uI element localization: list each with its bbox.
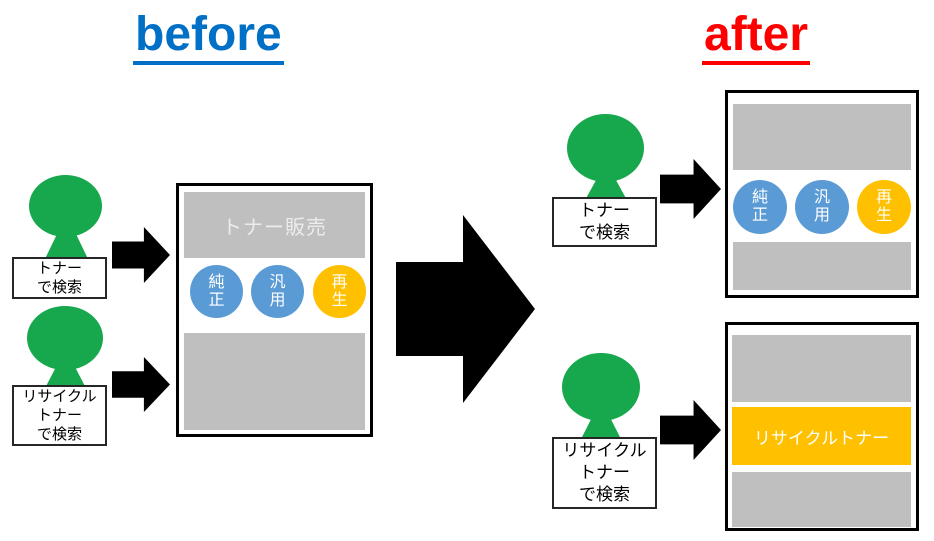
search-query-line: で検索 bbox=[579, 223, 630, 242]
recycled-toner-banner: リサイクルトナー bbox=[732, 407, 911, 465]
search-query-line: トナー bbox=[36, 406, 82, 424]
search-query-label: トナー で検索 bbox=[552, 197, 657, 247]
arrow-right-icon bbox=[660, 400, 721, 460]
person-head bbox=[27, 306, 103, 370]
search-query-line: で検索 bbox=[36, 426, 82, 444]
arrow-right-icon bbox=[112, 357, 170, 412]
person-head bbox=[562, 353, 640, 421]
arrow-right-icon bbox=[660, 159, 721, 219]
site-header-bar bbox=[732, 335, 911, 402]
transition-arrow-icon bbox=[396, 215, 535, 403]
person-icon bbox=[564, 114, 647, 204]
search-query-label: リサイクル トナー で検索 bbox=[552, 437, 657, 509]
person-icon bbox=[559, 353, 643, 445]
category-circle-label: 汎用 bbox=[269, 273, 286, 309]
category-circle-label: 純正 bbox=[751, 189, 768, 224]
person-icon bbox=[26, 175, 106, 263]
search-query-line: トナー bbox=[579, 462, 630, 482]
arrow-right-icon bbox=[112, 227, 170, 283]
person-head bbox=[567, 114, 644, 182]
search-query-label: トナー で検索 bbox=[12, 257, 107, 299]
search-query-label: リサイクル トナー で検索 bbox=[12, 385, 107, 446]
category-circle-generic: 汎用 bbox=[795, 180, 849, 234]
category-circle-label: 再生 bbox=[875, 189, 892, 224]
category-circle-label: 純正 bbox=[208, 273, 225, 309]
category-circle-recycled: 再生 bbox=[313, 265, 366, 318]
website-mockup-before: トナー販売 純正 汎用 再生 bbox=[176, 183, 373, 437]
category-circle-label: 再生 bbox=[331, 273, 348, 309]
site-content-bar bbox=[732, 472, 911, 527]
category-circle-genuine: 純正 bbox=[190, 265, 243, 318]
search-query-line: トナー bbox=[579, 200, 630, 220]
recycled-toner-banner-text: リサイクルトナー bbox=[753, 428, 890, 448]
site-content-bar bbox=[184, 333, 365, 430]
category-circle-label: 汎用 bbox=[813, 189, 830, 224]
category-circle-generic: 汎用 bbox=[251, 265, 304, 318]
search-query-line: リサイクル bbox=[22, 387, 97, 405]
search-query-line: トナー bbox=[36, 259, 82, 277]
search-query-line: リサイクル bbox=[562, 440, 647, 460]
website-mockup-after-toner: 純正 汎用 再生 bbox=[725, 90, 919, 298]
site-content-bar bbox=[733, 242, 911, 290]
category-circle-recycled: 再生 bbox=[857, 180, 911, 234]
search-query-line: で検索 bbox=[579, 485, 630, 505]
search-query-line: で検索 bbox=[36, 279, 82, 296]
site-header-text: トナー販売 bbox=[222, 216, 327, 239]
site-header-bar bbox=[733, 104, 911, 170]
person-head bbox=[29, 175, 102, 237]
site-header-bar: トナー販売 bbox=[184, 192, 365, 258]
before-title: before bbox=[133, 9, 284, 66]
person-icon bbox=[24, 306, 106, 394]
website-mockup-after-recycle: リサイクルトナー bbox=[725, 322, 919, 531]
after-title: after bbox=[702, 9, 811, 66]
category-circle-genuine: 純正 bbox=[733, 180, 787, 234]
